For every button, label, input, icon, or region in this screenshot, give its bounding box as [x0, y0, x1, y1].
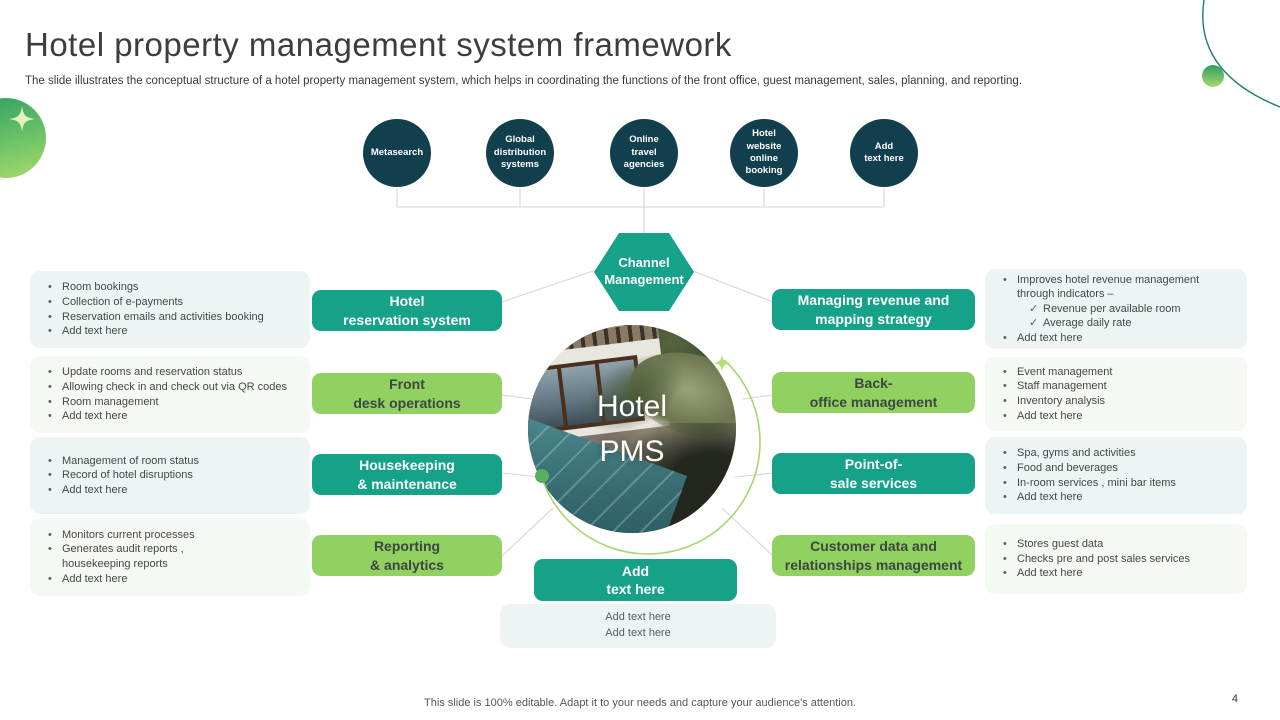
bullet-icon: •: [48, 325, 52, 338]
page-subtitle: The slide illustrates the conceptual str…: [25, 75, 1023, 87]
list-item: •Checks pre and post sales services: [1003, 552, 1191, 565]
bullet-icon: •: [48, 483, 52, 496]
bullet-icon: •: [1003, 491, 1007, 504]
channel-circle-metasearch: Metasearch: [363, 119, 431, 187]
list-item: •Generates audit reports , housekeeping …: [48, 543, 184, 570]
box-add-text-here: Add text here: [534, 559, 737, 601]
bullet-icon: •: [48, 543, 52, 556]
box-housekeeping-maintenance: Housekeeping & maintenance: [312, 454, 502, 495]
list-item: •Spa, gyms and activities: [1003, 447, 1136, 460]
bullet-icon: •: [48, 380, 52, 393]
footer-note: This slide is 100% editable. Adapt it to…: [424, 697, 856, 709]
list-item: •Room management: [48, 395, 159, 408]
list-item: •Add text here: [1003, 491, 1083, 504]
placeholder-line: Add text here: [605, 611, 671, 624]
bullet-icon: •: [1003, 538, 1007, 551]
list-item: •Add text here: [48, 325, 128, 338]
bullet-icon: •: [1003, 380, 1007, 393]
list-item: •Add text here: [1003, 331, 1083, 344]
list-item: •Update rooms and reservation status: [48, 366, 243, 379]
hotel-pms-photo: Hotel PMS: [528, 325, 736, 533]
bullet-icon: •: [1003, 567, 1007, 580]
bullet-icon: •: [1003, 273, 1007, 286]
list-item: •Improves hotel revenue management throu…: [1003, 273, 1200, 301]
list-item: •Event management: [1003, 365, 1113, 378]
list-item: •Inventory analysis: [1003, 395, 1106, 407]
channel-circle-ota: Online travel agencies: [610, 119, 678, 187]
box-point-of-sale-services: Point-of- sale services: [772, 453, 975, 494]
list-item: •Record of hotel disruptions: [48, 469, 193, 482]
bullet-icon: •: [48, 528, 52, 541]
panel-revenue-bullets: •Improves hotel revenue management throu…: [985, 269, 1247, 349]
panel-back-office-bullets: •Event management •Staff management •Inv…: [985, 357, 1247, 431]
check-icon: ✓: [1029, 302, 1039, 315]
hotel-pms-label: Hotel PMS: [596, 390, 668, 468]
list-item: •Room bookings: [48, 281, 139, 294]
list-item: •Add text here: [48, 483, 128, 496]
panel-housekeeping-bullets: •Management of room status •Record of ho…: [30, 437, 310, 514]
list-item: •Reservation emails and activities booki…: [48, 310, 264, 323]
list-item: •Management of room status: [48, 454, 199, 467]
box-managing-revenue: Managing revenue and mapping strategy: [772, 289, 975, 330]
bullet-icon: •: [48, 295, 52, 308]
page-number: 4: [1231, 693, 1238, 705]
panel-front-desk-bullets: •Update rooms and reservation status •Al…: [30, 356, 310, 433]
list-item: •Add text here: [48, 410, 128, 423]
panel-reporting-bullets: •Monitors current processes •Generates a…: [30, 518, 310, 596]
bullet-icon: •: [48, 454, 52, 467]
list-item: •Collection of e-payments: [48, 295, 184, 308]
channel-circle-gds: Global distribution systems: [486, 119, 554, 187]
bullet-icon: •: [48, 410, 52, 423]
placeholder-line: Add text here: [605, 627, 671, 639]
bullet-icon: •: [1003, 447, 1007, 460]
list-item: •Monitors current processes: [48, 528, 195, 541]
list-item: •In-room services , mini bar items: [1003, 476, 1176, 489]
channel-circle-add-text: Add text here: [850, 119, 918, 187]
page-title: Hotel property management system framewo…: [25, 26, 732, 63]
bullet-icon: •: [48, 366, 52, 379]
box-back-office-management: Back- office management: [772, 372, 975, 413]
bullet-icon: •: [1003, 331, 1007, 344]
bullet-icon: •: [1003, 461, 1007, 474]
bullet-icon: •: [48, 310, 52, 323]
list-item: •Allowing check in and check out via QR …: [48, 380, 288, 393]
bullet-icon: •: [1003, 395, 1007, 407]
panel-crm-bullets: •Stores guest data •Checks pre and post …: [985, 524, 1247, 594]
bullet-icon: •: [1003, 552, 1007, 565]
list-item: •Add text here: [48, 572, 128, 585]
bullet-icon: •: [48, 395, 52, 408]
corner-arc-decoration: [1202, 0, 1280, 108]
box-hotel-reservation-system: Hotel reservation system: [312, 290, 502, 331]
panel-pos-bullets: •Spa, gyms and activities •Food and beve…: [985, 437, 1247, 514]
box-reporting-analytics: Reporting & analytics: [312, 535, 502, 576]
bullet-icon: •: [48, 281, 52, 294]
list-item: ✓Revenue per available room: [1029, 302, 1181, 315]
bullet-icon: •: [1003, 365, 1007, 378]
bullet-icon: •: [48, 469, 52, 482]
channel-circle-website-booking: Hotel website online booking: [730, 119, 798, 187]
bottom-placeholder-panel: Add text here Add text here: [500, 604, 776, 648]
bullet-icon: •: [48, 572, 52, 585]
bullet-icon: •: [1003, 476, 1007, 489]
list-item: •Staff management: [1003, 380, 1107, 393]
list-item: •Add text here: [1003, 409, 1083, 422]
panel-hotel-reservation-bullets: •Room bookings •Collection of e-payments…: [30, 271, 310, 348]
list-item: •Stores guest data: [1003, 538, 1104, 551]
list-item: •Food and beverages: [1003, 461, 1118, 474]
bullet-icon: •: [1003, 409, 1007, 422]
check-icon: ✓: [1029, 317, 1039, 330]
list-item: ✓Average daily rate: [1029, 317, 1132, 330]
box-customer-data-crm: Customer data and relationships manageme…: [772, 535, 975, 576]
box-front-desk-operations: Front desk operations: [312, 373, 502, 414]
list-item: •Add text here: [1003, 567, 1083, 580]
channel-management-hexagon: Channel Management: [594, 233, 694, 311]
